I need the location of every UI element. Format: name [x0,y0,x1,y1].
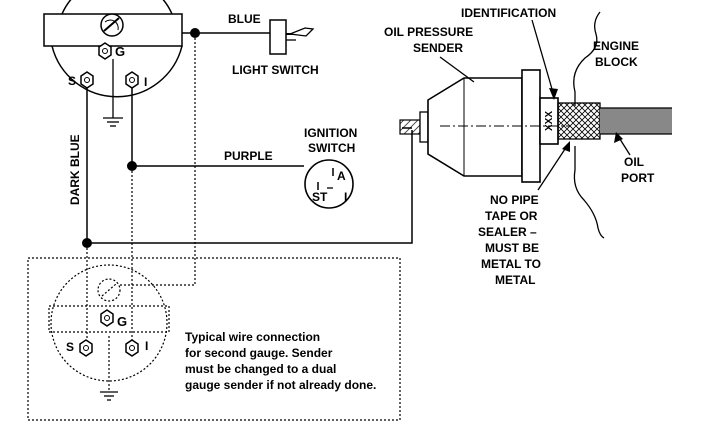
engine-block-label-line1: ENGINE [593,39,639,53]
identification-label: IDENTIFICATION [461,6,556,20]
engine-block-label-line2: BLOCK [595,55,638,69]
gauge-terminal-i-label: I [144,75,147,89]
oil-pressure-sender-label-line2: SENDER [413,41,463,55]
gauge-terminal-g-label: G [115,44,125,59]
oil-port-label-line1: OIL [624,155,644,169]
ignition-switch-icon [304,159,354,209]
gauge-terminal-i [125,71,139,89]
blue-wire-label: BLUE [228,12,261,26]
second-gauge-terminal-s [79,339,93,357]
light-switch-icon [269,19,315,55]
engine-block [573,11,672,239]
main-gauge: G S I [43,0,183,127]
junction-dot [82,238,92,248]
gauge-terminal-g [98,42,112,60]
second-gauge-terminal-g-label: G [117,314,127,329]
oil-port-pipe [600,108,672,134]
identification-arrow-icon [549,88,558,100]
ignition-terminal-i-label: I [344,190,347,204]
oil-pressure-sender-label-line1: OIL PRESSURE [384,25,473,39]
no-pipe-tape-label-line5: METAL TO [481,257,541,271]
purple-wire [131,88,304,167]
second-gauge [48,264,170,392]
no-pipe-tape-arrow-icon [562,141,570,152]
sender-leader-line [439,56,475,83]
oil-port-label-line2: PORT [621,171,655,185]
junction-dot [190,28,200,38]
no-pipe-tape-label-line3: SEALER – [478,225,537,239]
second-gauge-terminal-i [125,339,139,357]
ignition-switch-label-line2: SWITCH [308,141,355,155]
no-pipe-tape-label-line6: METAL [495,273,535,287]
second-gauge-box [27,257,401,421]
gauge-lamp-icon [100,13,124,37]
light-switch-label: LIGHT SWITCH [232,63,319,77]
note-line3: must be changed to a dual [185,362,336,376]
second-gauge-terminal-g [100,309,114,327]
no-pipe-tape-leader-line [537,145,568,191]
gauge-terminal-s-label: S [68,74,76,88]
dark-blue-wire [86,88,413,244]
purple-wire-label: PURPLE [224,149,273,163]
note-line2: for second gauge. Sender [185,346,333,360]
oil-port-arrow-icon [614,132,623,143]
identification-leader-line [531,19,555,97]
note-line1: Typical wire connection [185,330,320,344]
identification-code: XXX [544,111,555,131]
junction-dot [127,161,137,171]
ignition-terminal-st-label: ST [312,190,328,204]
ignition-terminal-a-label: A [337,169,346,183]
no-pipe-tape-label-line1: NO PIPE [490,193,539,207]
no-pipe-tape-label-line4: MUST BE [485,241,539,255]
second-ground-icon [100,391,118,401]
dotted-wires [86,38,196,350]
no-pipe-tape-label-line2: TAPE OR [485,209,538,223]
oil-pressure-sender [399,69,601,183]
gauge-terminal-s [80,71,94,89]
ground-icon [103,59,123,127]
dark-blue-wire-label: DARK BLUE [68,134,82,205]
ignition-switch-label-line1: IGNITION [304,126,357,140]
second-gauge-terminal-i-label: I [145,339,148,353]
second-gauge-terminal-s-label: S [66,340,74,354]
note-line4: gauge sender if not already done. [185,378,376,392]
